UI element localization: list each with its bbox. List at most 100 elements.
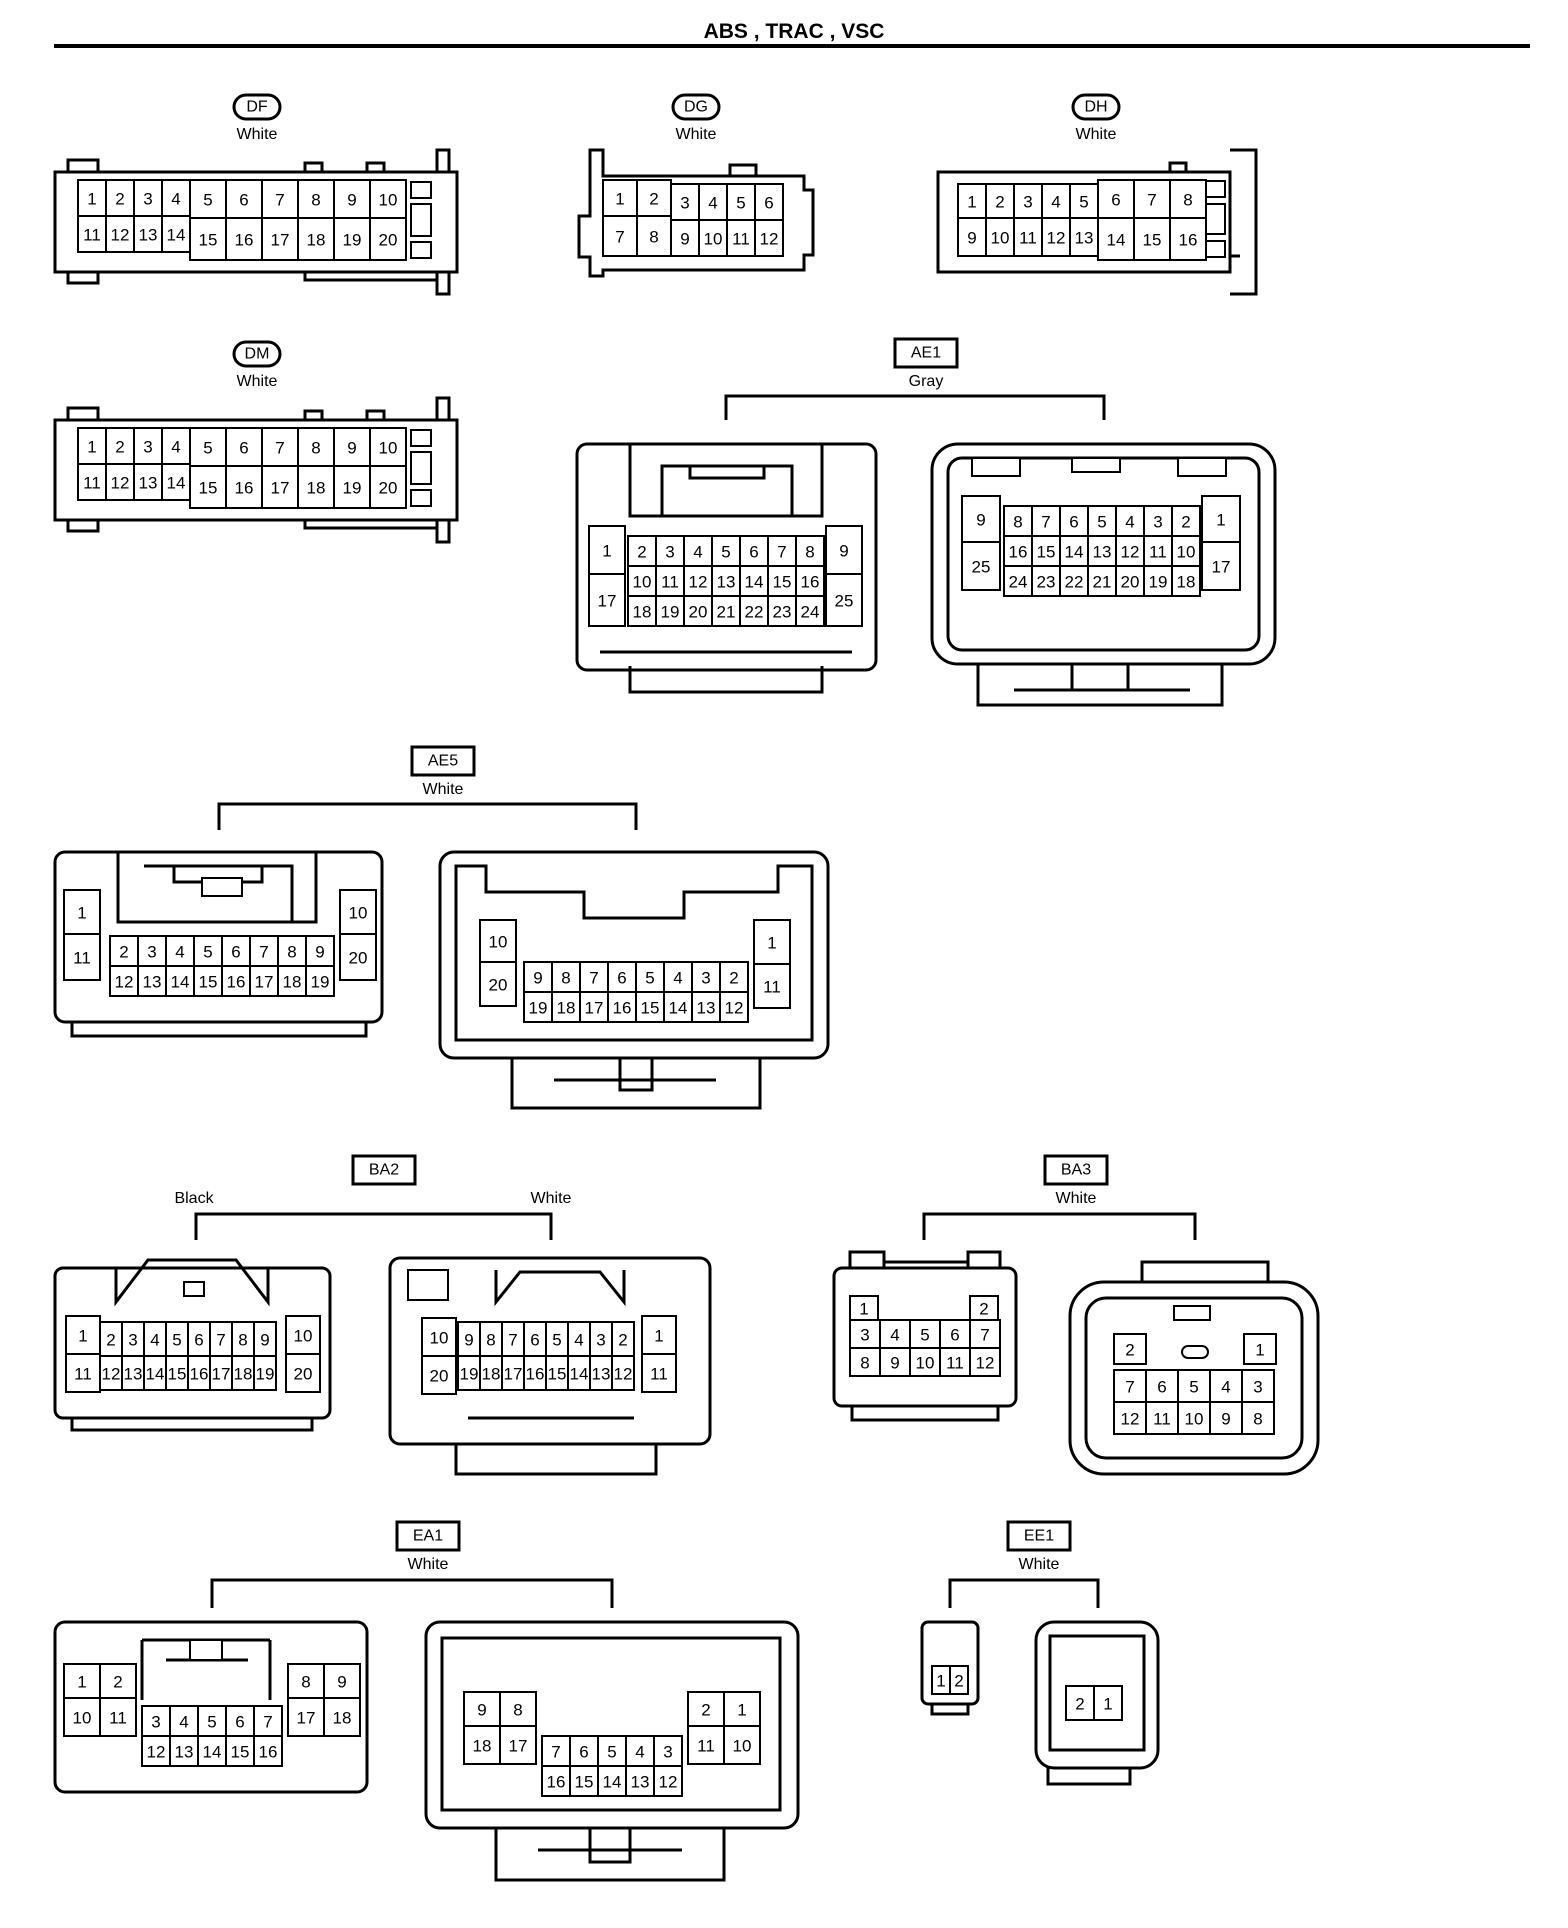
ea1-r-pin-6: 6 [579, 1743, 588, 1762]
code-dg: DG [684, 99, 708, 116]
ba3-l-cell [879, 1347, 911, 1377]
ae5-r-pin-20: 20 [489, 976, 508, 995]
ae1-r-pin-24: 24 [1009, 573, 1028, 592]
ae5-r-pin-9: 9 [533, 969, 542, 988]
ae5-r-cell [523, 991, 553, 1023]
dh-pin-8: 8 [1183, 191, 1192, 210]
code-ee1: EE1 [1024, 1528, 1054, 1545]
ae1-r-pin-9: 9 [976, 511, 985, 530]
ea1-l-cell [323, 1663, 361, 1699]
ae1-l-pin-3: 3 [665, 543, 674, 562]
ae1-l-pin-23: 23 [773, 603, 792, 622]
color-ba2-left: Black [174, 1190, 214, 1207]
dg-pin-7: 7 [615, 228, 624, 247]
ea1-r-cell [687, 1691, 725, 1727]
ba2-l-pin-19: 19 [256, 1365, 275, 1384]
dm-pin-18: 18 [307, 479, 326, 498]
ae1-r-pin-6: 6 [1069, 513, 1078, 532]
dg-cell [670, 219, 700, 257]
dh-pin-4: 4 [1051, 193, 1060, 212]
ae5-l-pin-4: 4 [175, 943, 184, 962]
ba2-l-pin-20: 20 [294, 1365, 313, 1384]
color-df: White [237, 126, 278, 143]
ae5-r-cell [753, 919, 791, 965]
dh-cell [985, 217, 1015, 257]
ba2-r-pin-16: 16 [526, 1365, 545, 1384]
ae1-l-pin-10: 10 [633, 573, 652, 592]
ea1-l-pin-12: 12 [147, 1743, 166, 1762]
ae5-r-pin-11: 11 [763, 978, 781, 997]
ae1-r-pin-7: 7 [1041, 513, 1050, 532]
ae5-l-cell [109, 965, 139, 997]
dg-cell [670, 183, 700, 221]
ae1-r-pin-25: 25 [972, 558, 991, 577]
df-cell [333, 217, 371, 261]
ae1-l-cell [655, 535, 685, 567]
df-pin-11: 11 [83, 226, 101, 245]
ee1-r-cell [1093, 1685, 1123, 1721]
ba2-r-pin-18: 18 [482, 1365, 501, 1384]
ea1-r-pin-14: 14 [603, 1773, 622, 1792]
ae5-l-pin-8: 8 [287, 943, 296, 962]
ba2-r-pin-10: 10 [430, 1329, 449, 1348]
ba2-r-pin-20: 20 [430, 1367, 449, 1386]
ba3-r-cell [1243, 1333, 1277, 1365]
ba3-r-pin-10: 10 [1185, 1410, 1204, 1429]
color-dh: White [1076, 126, 1117, 143]
ea1-l-pin-7: 7 [263, 1713, 272, 1732]
ae1-l-cell [588, 525, 626, 575]
ea1-r-cell [723, 1691, 761, 1727]
ae1-r-cell [961, 541, 1001, 591]
ae5-r-pin-8: 8 [561, 969, 570, 988]
ae5-r-cell [663, 961, 693, 993]
ae1-l-pin-13: 13 [717, 573, 736, 592]
ea1-r-cell [499, 1691, 537, 1727]
ae5-r-pin-6: 6 [617, 969, 626, 988]
ba3-r-cell [1241, 1369, 1275, 1403]
ae1-l-pin-19: 19 [661, 603, 680, 622]
ba3-l-cell [969, 1347, 1001, 1377]
ea1-r-pin-3: 3 [663, 1743, 672, 1762]
ea1-r-pin-15: 15 [575, 1773, 594, 1792]
ea1-r-pin-2: 2 [701, 1701, 710, 1720]
dm-pin-13: 13 [139, 474, 158, 493]
dg-pin-3: 3 [680, 194, 689, 213]
ae1-l-pin-15: 15 [773, 573, 792, 592]
ea1-l-pin-17: 17 [297, 1709, 316, 1728]
ae5-l-cell [193, 965, 223, 997]
ee1-r-cell [1065, 1685, 1095, 1721]
ae1-r-pin-20: 20 [1121, 573, 1140, 592]
ea1-r-pin-8: 8 [513, 1701, 522, 1720]
ae5-r-pin-17: 17 [585, 999, 604, 1018]
ba3-r-cell [1145, 1401, 1179, 1435]
df-cell [369, 217, 407, 261]
ae5-l-cell [249, 965, 279, 997]
ba3-r-cell [1113, 1333, 1147, 1365]
ba3-l-pin-12: 12 [976, 1354, 995, 1373]
df-cell [261, 217, 299, 261]
ae5-l-pin-10: 10 [349, 904, 368, 923]
ae1-r-cell [1171, 565, 1201, 597]
ba3-r-pin-1: 1 [1255, 1341, 1264, 1360]
ae5-r-pin-1: 1 [767, 934, 776, 953]
ba2-r-pin-6: 6 [530, 1331, 539, 1350]
ea1-r-cell [625, 1735, 655, 1767]
dg-pin-11: 11 [732, 230, 750, 249]
ba3-r-pin-9: 9 [1221, 1410, 1230, 1429]
dh-cell [957, 183, 987, 219]
ae1-l-pin-20: 20 [689, 603, 708, 622]
dh-cell [985, 183, 1015, 219]
ba3-l-pin-11: 11 [946, 1354, 964, 1373]
dm-pin-19: 19 [343, 479, 362, 498]
dh-pin-13: 13 [1075, 229, 1094, 248]
ea1-l-pin-13: 13 [175, 1743, 194, 1762]
ae5-r-cell [551, 961, 581, 993]
ae5-r-pin-10: 10 [489, 933, 508, 952]
ae1-l-pin-5: 5 [721, 543, 730, 562]
dh-pin-10: 10 [991, 229, 1010, 248]
ae1-r-pin-2: 2 [1181, 513, 1190, 532]
dg-pin-2: 2 [649, 190, 658, 209]
ae5-r-cell [607, 991, 637, 1023]
dg-cell [636, 215, 672, 257]
